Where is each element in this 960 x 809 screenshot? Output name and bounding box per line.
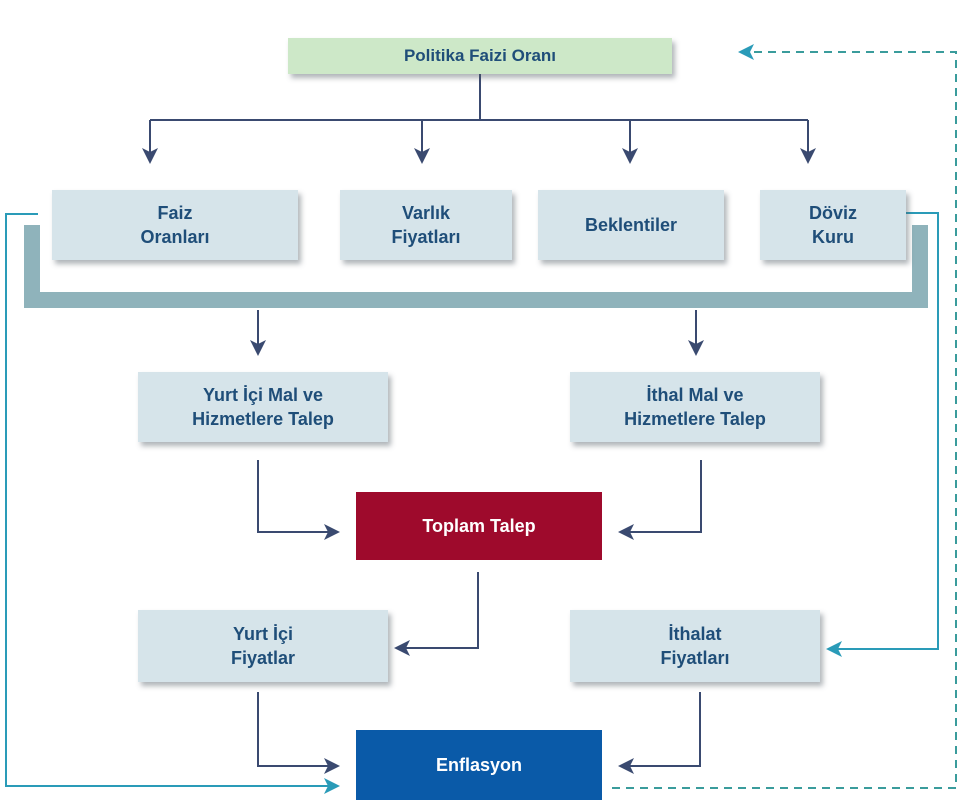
channel-bracket (24, 225, 928, 308)
top-arrows (142, 74, 816, 774)
node-inflation: Enflasyon (356, 730, 602, 800)
node-domestic-prices: Yurt İçi Fiyatlar (138, 610, 388, 682)
feedback-dashed (612, 44, 957, 789)
node-exchange-rate: Döviz Kuru (760, 190, 906, 260)
node-import-demand: İthal Mal ve Hizmetlere Talep (570, 372, 820, 442)
node-expectations: Beklentiler (538, 190, 724, 260)
node-interest-rates: Faiz Oranları (52, 190, 298, 260)
node-asset-prices: Varlık Fiyatları (340, 190, 512, 260)
policy-rate-node: Politika Faizi Oranı (288, 38, 672, 74)
node-domestic-demand: Yurt İçi Mal ve Hizmetlere Talep (138, 372, 388, 442)
teal-arrows (5, 212, 939, 794)
node-import-prices: İthalat Fiyatları (570, 610, 820, 682)
node-total-demand: Toplam Talep (356, 492, 602, 560)
